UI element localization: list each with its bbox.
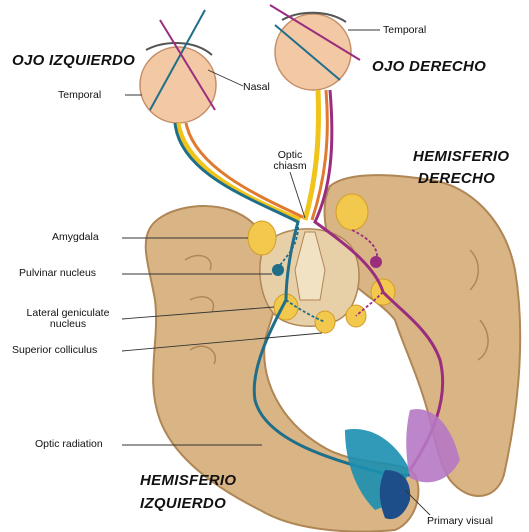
primary-visual-label: Primary visual	[427, 516, 493, 527]
optic-chiasm-label: Optic chiasm	[265, 150, 315, 172]
colliculus-left	[315, 311, 335, 333]
left-hemisphere-heading-line2: IZQUIERDO	[140, 495, 226, 512]
amygdala-label: Amygdala	[52, 232, 99, 243]
amygdala-right-nucleus	[336, 194, 368, 230]
nasal-label: Nasal	[243, 82, 270, 93]
temporal-right-label: Temporal	[383, 25, 426, 36]
left-eye-heading: OJO IZQUIERDO	[12, 52, 135, 69]
lgn-label: Lateral geniculate nucleus	[14, 308, 122, 330]
temporal-left-label: Temporal	[58, 90, 101, 101]
optic-radiation-label: Optic radiation	[35, 439, 103, 450]
lgn-line2: nucleus	[14, 319, 122, 330]
superior-colliculus-label: Superior colliculus	[12, 345, 97, 356]
right-eye-heading: OJO DERECHO	[372, 58, 486, 75]
pulvinar-label: Pulvinar nucleus	[19, 268, 96, 279]
amygdala-left-nucleus	[248, 221, 276, 255]
right-hemisphere-heading-line1: HEMISFERIO	[413, 148, 509, 165]
pulvinar-right	[370, 256, 382, 268]
optic-chiasm-line2: chiasm	[265, 161, 315, 172]
right-hemisphere-heading-line2: DERECHO	[418, 170, 495, 187]
pulvinar-left	[272, 264, 284, 276]
left-hemisphere-heading-line1: HEMISFERIO	[140, 472, 236, 489]
